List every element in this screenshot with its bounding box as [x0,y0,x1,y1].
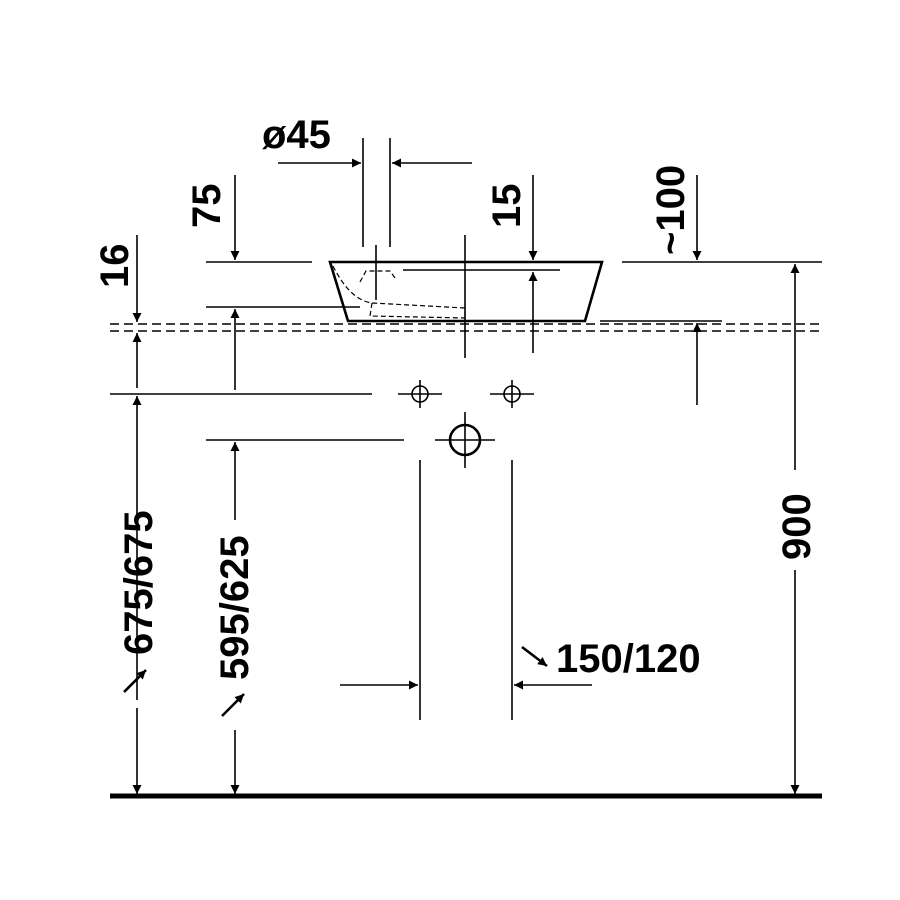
extension-lines [110,138,822,720]
dim-overflow-offset: 15 [485,184,529,229]
leader-arrows [123,645,548,717]
basin-outline [328,260,604,323]
dimension-lines [132,158,800,794]
dim-wall-thickness: 16 [93,244,137,289]
dim-supply-spacing: 150/120 [556,637,701,681]
drain-connection [435,412,495,468]
dim-supply-height: 675/675 [117,510,161,655]
dim-rim-height: 900 [775,493,819,560]
supply-connection-left [398,380,442,408]
countertop-lines [110,323,822,332]
dim-projection: ~100 [649,165,693,255]
dim-drain-diameter: ø45 [262,113,331,157]
dim-drain-height: 595/625 [213,535,257,680]
supply-connection-right [490,380,534,408]
dim-basin-height: 75 [185,184,229,229]
